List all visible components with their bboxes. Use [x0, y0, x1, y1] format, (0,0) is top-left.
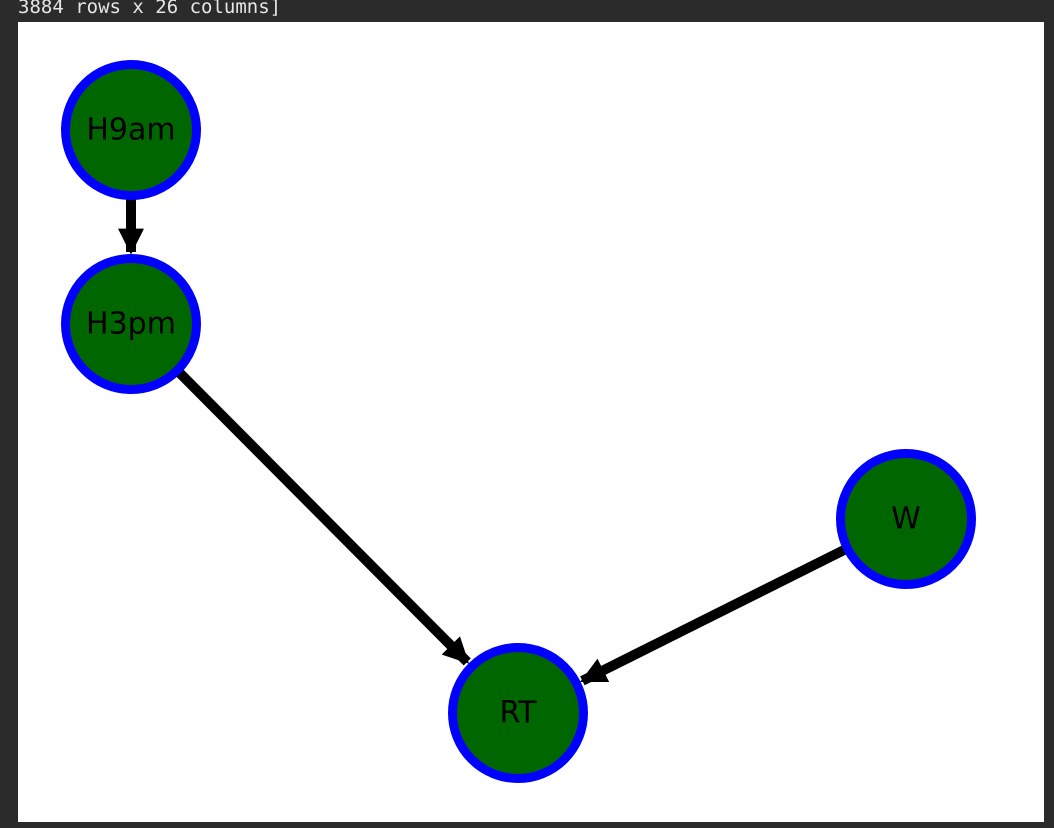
node-w: W [836, 449, 976, 589]
node-h9am: H9am [61, 60, 201, 200]
node-label: H3pm [86, 307, 176, 342]
dataframe-shape-text: 3884 rows x 26 columns] [18, 0, 282, 18]
edges-layer [118, 198, 848, 686]
node-label: RT [500, 696, 538, 731]
node-circle [836, 449, 976, 589]
edge-w-to-rt [580, 544, 848, 686]
node-h3pm: H3pm [61, 254, 201, 394]
edge-h3pm-to-rt [175, 368, 471, 666]
node-label: W [891, 502, 921, 537]
node-label: H9am [86, 113, 175, 148]
node-circle [61, 254, 201, 394]
node-rt: RT [448, 643, 588, 783]
node-circle [61, 60, 201, 200]
node-circle [448, 643, 588, 783]
